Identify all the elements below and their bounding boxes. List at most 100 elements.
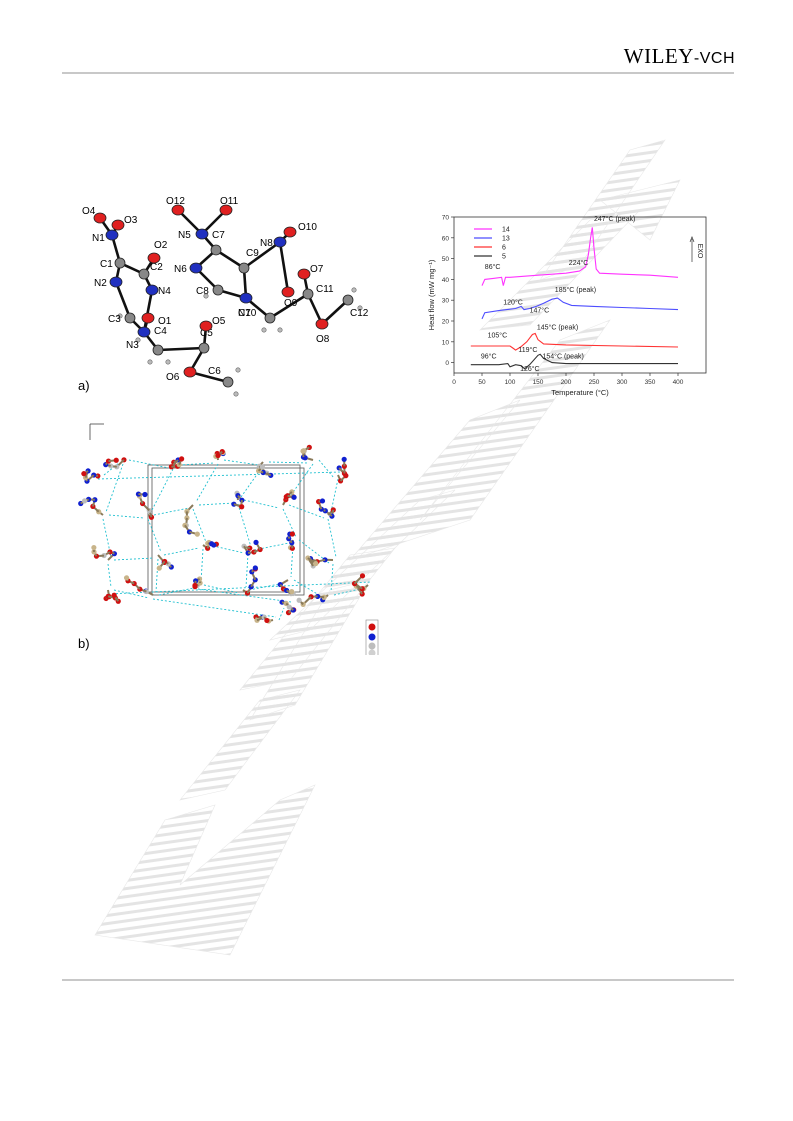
molecule-fragment (192, 576, 203, 590)
atom-o6 (183, 366, 197, 378)
bond-line (278, 241, 290, 293)
y-tick-label: 40 (442, 277, 450, 284)
atom-label: O10 (298, 222, 317, 233)
atom-label: C6 (208, 366, 221, 377)
bond-line (157, 346, 205, 352)
atom-o2 (147, 252, 161, 264)
x-tick-label: 50 (478, 379, 486, 386)
atom-label: O3 (124, 215, 138, 226)
atom-c4 (152, 344, 164, 356)
bond-line (215, 248, 245, 270)
legend-label: 13 (502, 236, 510, 243)
molecule-fragment (242, 565, 258, 596)
molecule-fragment (241, 539, 263, 556)
atom-color-legend (365, 619, 379, 655)
hydrogen-atom (117, 313, 123, 319)
peak-annotation: 224°C (569, 259, 589, 267)
hydrogen-bond-network (97, 459, 372, 621)
atom-label: C5 (200, 328, 213, 339)
atom-c7 (210, 244, 222, 256)
molecule-fragment (336, 456, 349, 484)
hydrogen-atom (261, 327, 267, 333)
atom-label: C3 (108, 314, 121, 325)
molecule-fragment (351, 573, 369, 597)
crystal-packing-figure (78, 423, 379, 655)
atom-c3 (124, 312, 136, 324)
hydrogen-atom (203, 293, 209, 299)
atom-n5 (195, 228, 209, 240)
y-tick-label: 20 (442, 319, 450, 326)
panel-a-label: a) (78, 378, 90, 393)
atom-label: C12 (350, 308, 369, 319)
peak-annotation: 119°C (518, 346, 537, 354)
series-line-5 (470, 353, 678, 370)
atom-label: O9 (284, 298, 298, 309)
atom-label: O12 (166, 196, 185, 207)
peak-annotation: 96°C (481, 352, 497, 360)
atom-o12 (171, 204, 185, 216)
molecule-fragment (305, 555, 334, 569)
publisher-logo: WILEY-VCH (624, 44, 735, 69)
molecule-fragment (168, 456, 185, 470)
molecule-fragment (78, 496, 104, 516)
atom-o7 (297, 268, 311, 280)
atom-c5 (198, 342, 210, 354)
atom-o4 (93, 212, 107, 224)
hydrogen-atom (235, 367, 241, 373)
footer-divider (62, 979, 734, 981)
molecule-fragment (213, 448, 226, 461)
y-tick-label: 70 (442, 215, 450, 222)
atom-o1 (141, 312, 155, 324)
x-tick-label: 100 (505, 379, 516, 386)
y-tick-label: 0 (445, 360, 449, 367)
bond-line (269, 292, 309, 320)
series-line-6 (470, 332, 679, 351)
atom-label: C10 (238, 308, 257, 319)
legend-label: 14 (502, 227, 510, 234)
atom-label: O6 (166, 372, 180, 383)
atom-label: C9 (246, 248, 259, 259)
atom-label: N3 (126, 340, 139, 351)
hydrogen-atom (147, 359, 153, 365)
molecule-fragment (316, 498, 336, 519)
molecule-fragment (81, 468, 101, 484)
x-tick-label: 250 (589, 379, 600, 386)
x-tick-label: 0 (452, 379, 456, 386)
atom-label: N1 (92, 233, 105, 244)
y-tick-label: 50 (442, 256, 450, 263)
exo-direction-label: EXO (696, 244, 703, 259)
hydrogen-atom (351, 287, 357, 293)
peak-annotation: 86°C (485, 263, 501, 271)
atom-n7 (239, 292, 253, 304)
atom-n2 (109, 276, 123, 288)
molecule-fragment (231, 490, 245, 510)
atom-label: C2 (150, 262, 163, 273)
atom-o5 (199, 320, 213, 332)
hydrogen-atom (165, 359, 171, 365)
atom-n1 (105, 229, 119, 241)
atom-label: N7 (238, 308, 251, 319)
x-tick-label: 300 (617, 379, 628, 386)
peak-annotation: 105°C (488, 332, 508, 340)
atom-label: N8 (260, 238, 273, 249)
y-tick-label: 30 (442, 298, 450, 305)
atom-label: O2 (154, 240, 168, 251)
atom-label: N6 (174, 264, 187, 275)
x-tick-label: 200 (561, 379, 572, 386)
molecule-fragment (91, 544, 118, 561)
atom-c11 (302, 288, 314, 300)
peak-annotation: 126°C (520, 365, 540, 373)
atom-label: O8 (316, 334, 330, 345)
atom-c6 (222, 376, 234, 388)
y-tick-label: 60 (442, 235, 450, 242)
header-divider (62, 72, 734, 74)
legend-label: 6 (502, 245, 506, 252)
atom-label: C1 (100, 259, 113, 270)
atom-c2 (138, 268, 150, 280)
axis-indicator (89, 423, 104, 440)
atom-c8 (212, 284, 224, 296)
x-axis-label: Temperature (°C) (551, 388, 609, 397)
molecule-fragment (103, 457, 127, 470)
peak-annotation: 145°C (peak) (537, 323, 578, 331)
